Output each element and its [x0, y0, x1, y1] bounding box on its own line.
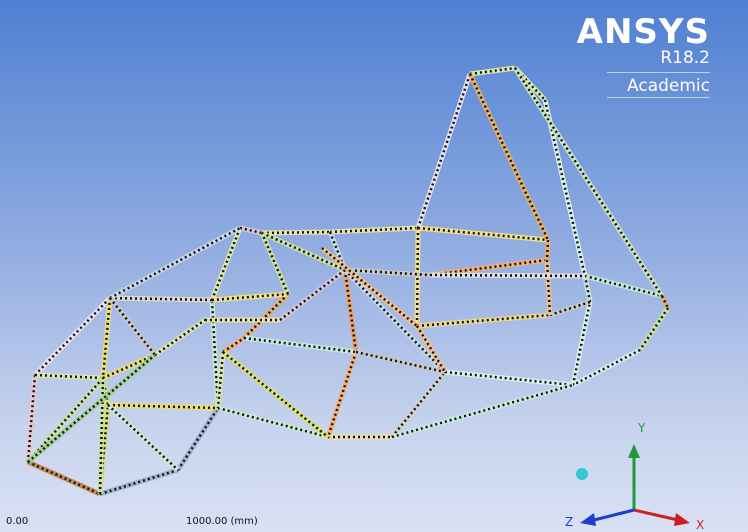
frame-beam-mesh — [279, 269, 346, 321]
frame-beam-mesh — [107, 404, 179, 471]
frame-beam[interactable] — [25, 374, 38, 463]
frame-beam[interactable] — [414, 227, 421, 327]
frame-beam[interactable] — [582, 275, 593, 303]
frame-beam[interactable] — [108, 225, 242, 301]
frame-beam-mesh — [239, 226, 263, 235]
frame-beam[interactable] — [221, 350, 330, 439]
x-axis-arrow-icon — [674, 513, 690, 526]
frame-beam-mesh — [344, 268, 431, 277]
frame-beam-mesh — [429, 273, 586, 278]
logo-version: R18.2 — [660, 48, 710, 68]
frame-beam[interactable] — [209, 227, 243, 301]
frame-beam[interactable] — [329, 225, 419, 235]
frame-beam-mesh — [321, 247, 418, 327]
scale-ruler: 0.00 1000.00 (mm) — [0, 516, 320, 532]
frame-beam-mesh — [27, 377, 104, 463]
logo-brand: ANSYS — [576, 12, 710, 52]
frame-beam-mesh — [109, 296, 213, 302]
frame-beam-mesh — [416, 73, 472, 229]
frame-beam-mesh — [584, 274, 663, 298]
frame-beam[interactable] — [211, 291, 289, 303]
coordinate-triad[interactable]: Y X Z — [550, 408, 748, 532]
frame-beam-mesh — [260, 232, 290, 295]
frame-beam-mesh — [344, 269, 446, 373]
frame-beam-mesh — [343, 269, 358, 353]
x-axis-line — [633, 508, 679, 522]
frame-beam-mesh — [514, 67, 546, 101]
y-axis-label: Y — [637, 421, 646, 435]
frame-beam[interactable] — [444, 369, 574, 388]
frame-beam-mesh — [328, 231, 347, 271]
y-axis-arrow-icon — [628, 444, 640, 458]
scale-right-label: 1000.00 (mm) — [186, 516, 258, 527]
frame-beam-mesh — [416, 313, 551, 328]
frame-beam-mesh — [660, 295, 670, 309]
frame-beam-mesh — [222, 336, 245, 354]
z-axis-line — [593, 508, 635, 522]
frame-beam-mesh — [217, 406, 329, 439]
frame-beam-mesh — [243, 293, 289, 339]
frame-beam-mesh — [391, 383, 574, 439]
frame-beam[interactable] — [33, 296, 112, 377]
frame-beam[interactable] — [469, 65, 516, 77]
frame-beam-mesh — [109, 297, 156, 356]
frame-beam-mesh — [261, 230, 331, 235]
origin-ball-icon — [576, 468, 588, 480]
frame-beam-mesh — [545, 259, 552, 316]
frame-beam-mesh — [154, 318, 206, 357]
z-axis-arrow-icon — [580, 513, 596, 526]
frame-beam-mesh — [355, 350, 446, 374]
logo-edition: Academic — [607, 72, 710, 98]
frame-beam[interactable] — [570, 301, 593, 386]
ansys-logo: ANSYS R18.2 Academic — [577, 14, 710, 98]
frame-beam-mesh — [391, 371, 446, 438]
frame-beam-mesh — [107, 403, 219, 410]
frame-beam-mesh — [513, 67, 664, 297]
frame-beam-mesh — [444, 370, 574, 387]
frame-beam-mesh — [99, 468, 179, 496]
frame-beam-mesh — [101, 297, 112, 379]
frame-beam-mesh — [34, 373, 104, 380]
scale-left-label: 0.00 — [6, 516, 29, 527]
frame-beam-mesh — [176, 407, 220, 471]
frame-beam-mesh — [415, 325, 447, 373]
frame-beam-mesh — [27, 460, 101, 496]
frame-beam[interactable] — [571, 347, 642, 388]
frame-beam[interactable] — [101, 352, 157, 381]
frame-beam-mesh — [545, 239, 550, 261]
frame-beam[interactable] — [97, 377, 106, 495]
frame-beam-mesh — [243, 336, 357, 354]
frame-beam[interactable] — [429, 257, 548, 278]
frame-beam-mesh — [261, 231, 346, 272]
frame-beam-mesh — [549, 300, 591, 317]
z-axis-label: Z — [565, 515, 573, 529]
frame-beam-mesh — [638, 307, 670, 351]
frame-beam-mesh — [216, 351, 225, 409]
frame-beam-mesh — [571, 301, 592, 386]
frame-beam[interactable] — [325, 351, 359, 438]
frame-beam[interactable] — [26, 353, 157, 464]
frame-beam[interactable] — [215, 351, 226, 409]
x-axis-label: X — [696, 518, 704, 532]
frame-beam-mesh — [417, 226, 549, 242]
frame-beam-mesh — [415, 227, 420, 327]
frame-beam-mesh — [468, 73, 550, 241]
